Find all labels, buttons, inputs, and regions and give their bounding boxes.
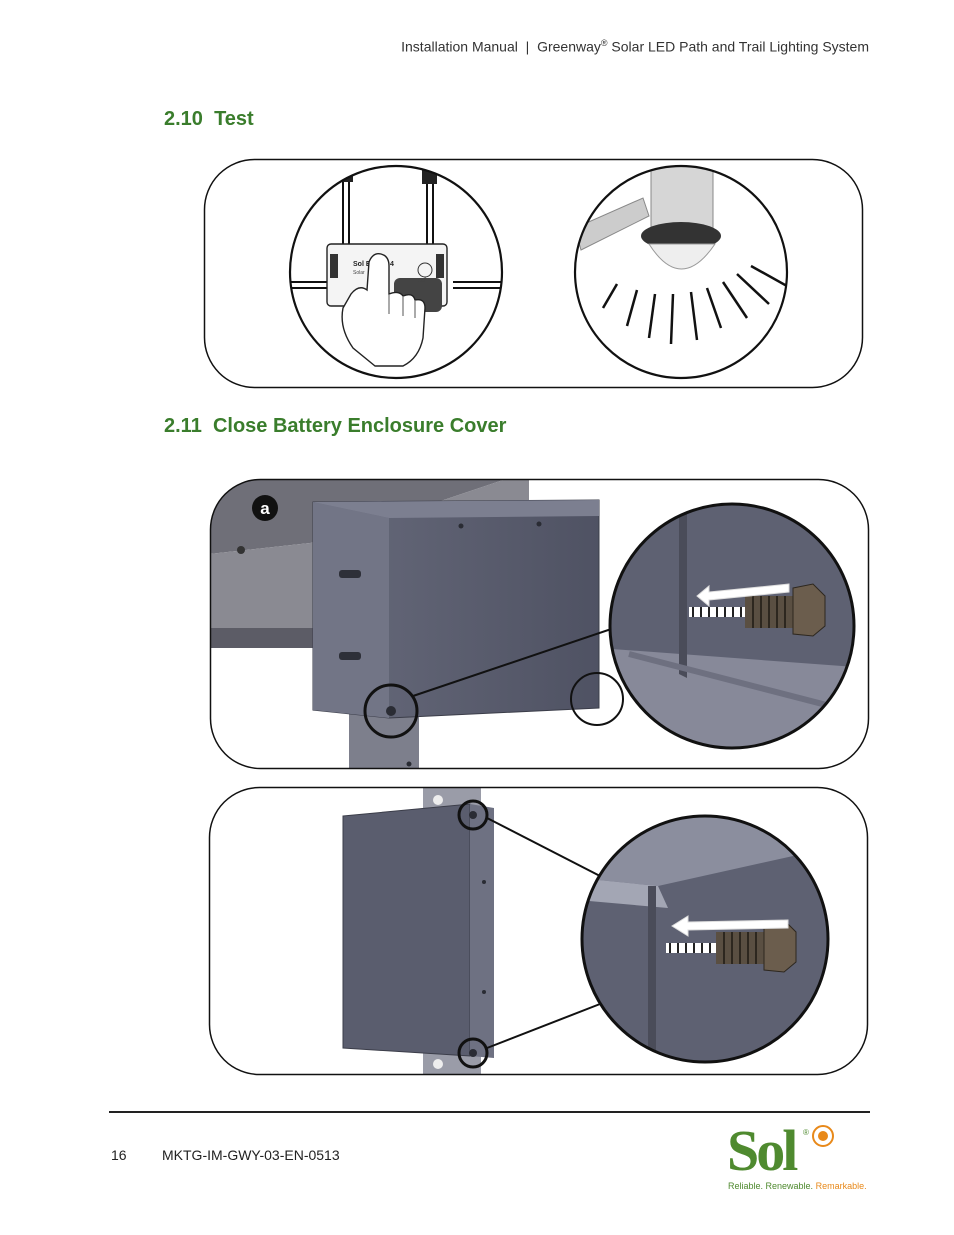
battery-enclosure [342, 803, 471, 1057]
hand-icon [341, 252, 426, 367]
doc-code: MKTG-IM-GWY-03-EN-0513 [162, 1147, 340, 1163]
tagline-green: Reliable. Renewable. [728, 1181, 814, 1191]
device-label: Sol E [353, 261, 371, 268]
controller-test-illustration: Sol E 4 Solar Sol [288, 164, 504, 380]
panel-frame [209, 478, 870, 770]
header-suffix: Solar LED Path and Trail Lighting System [611, 38, 869, 55]
section-title-test: 2.10 Test [164, 108, 254, 131]
header-brand: Greenway [537, 38, 601, 55]
logo-tagline: Reliable. Renewable. Remarkable. [728, 1181, 867, 1191]
section-label: Close Battery Enclosure Cover [212, 415, 507, 437]
lamp-head [650, 166, 714, 231]
header-prefix: Installation Manual [401, 38, 518, 55]
bolt-threaded-tip [666, 943, 716, 953]
bolt-head [792, 583, 826, 637]
callout-letter: a [260, 499, 270, 518]
running-header: Installation Manual | Greenway® Solar LE… [401, 38, 869, 55]
callout-badge [252, 495, 278, 521]
section-number: 2.10 [164, 108, 203, 130]
device-label-digit: 4 [390, 261, 394, 268]
bolt-highlight-circle [457, 799, 489, 831]
lamp-illumination-illustration [573, 164, 789, 380]
header-separator: | [525, 38, 530, 55]
panel-frame [208, 786, 869, 1076]
device-sublabel: Solar [353, 270, 365, 276]
section-number: 2.11 [164, 415, 202, 437]
bolt-highlight-circle [457, 1037, 489, 1069]
logo-word: Sol [727, 1118, 798, 1183]
test-figure-panel: Sol E 4 Solar Sol [203, 158, 864, 389]
light-rays [601, 264, 787, 345]
insert-direction-arrow [671, 915, 789, 937]
header-reg: ® [600, 38, 608, 48]
section-title-close-cover: 2.11 Close Battery Enclosure Cover [164, 415, 506, 438]
tagline-orange: Remarkable. [815, 1181, 867, 1191]
device-logo: Sol [418, 278, 426, 284]
footer-rule [109, 1111, 870, 1113]
sol-logo: Sol ® Reliable. Renewable. Remarkable. [727, 1120, 872, 1195]
bolt-highlight-circle [363, 683, 419, 739]
close-cover-panel-b [208, 786, 869, 1076]
close-cover-panel-a: a [209, 478, 870, 770]
insert-direction-arrow [696, 583, 790, 608]
section-label: Test [214, 108, 254, 130]
lamp-dome [648, 243, 716, 270]
bolt-highlight-circle [570, 672, 624, 726]
sun-icon [812, 1125, 834, 1147]
page-number: 16 [111, 1147, 127, 1163]
logo-reg: ® [803, 1128, 809, 1137]
